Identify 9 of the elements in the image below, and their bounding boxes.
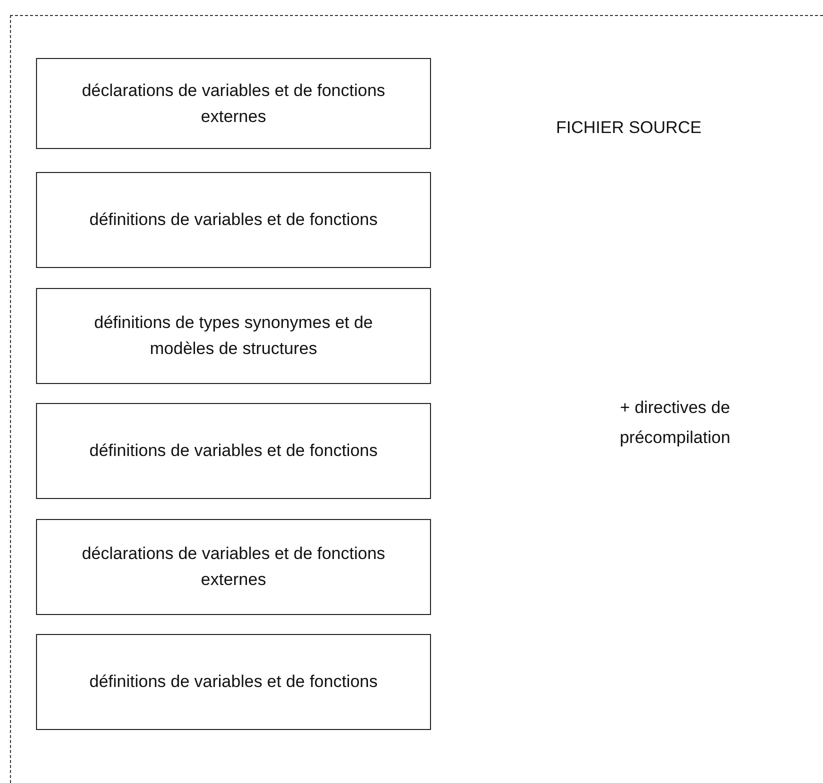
text-box: définitions de variables et de fonctions [36, 403, 431, 499]
frame-title: FICHIER SOURCE [556, 118, 702, 138]
text-box: déclarations de variables et de fonctions externes [36, 519, 431, 615]
text-box: définitions de variables et de fonctions [36, 634, 431, 730]
note-text: + directives de précompilation [618, 397, 732, 449]
text-box: définitions de variables et de fonctions [36, 172, 431, 268]
text-box: définitions de types synonymes et de modèles de structures [36, 288, 431, 384]
text-box: déclarations de variables et de fonctions externes [36, 58, 431, 149]
dashed-frame [10, 15, 823, 783]
